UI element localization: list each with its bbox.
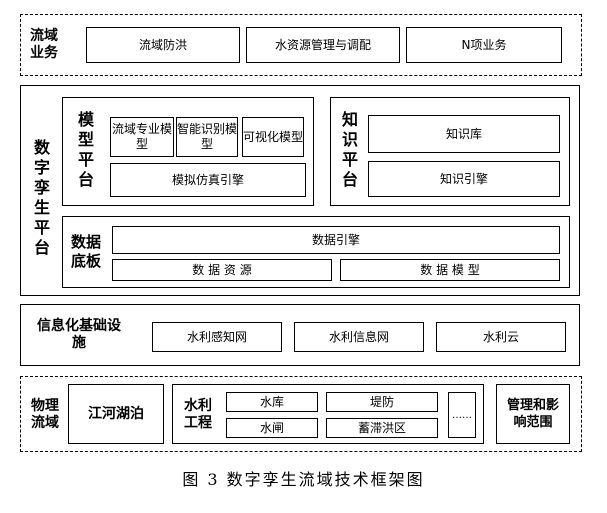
water-projects-label: 水利工程	[184, 398, 212, 431]
sensing-network: 水利感知网	[152, 322, 282, 352]
information-network: 水利信息网	[294, 322, 424, 352]
embankment: 堤防	[326, 392, 438, 412]
water-cloud: 水利云	[436, 322, 566, 352]
data-engine: 数据引擎	[112, 226, 560, 254]
business-flood-control: 流域防洪	[86, 27, 240, 63]
reservoir: 水库	[226, 392, 318, 412]
figure-caption: 图 3 数字孪生流域技术框架图	[182, 470, 425, 489]
data-model: 数 据 模 型	[340, 259, 560, 281]
basin-professional-model: 流域专业模型	[110, 117, 174, 157]
business-n-items: N项业务	[406, 27, 562, 63]
data-resources: 数 据 资 源	[112, 259, 332, 281]
sluice-gate: 水闸	[226, 418, 318, 438]
knowledge-base: 知识库	[368, 115, 560, 153]
model-platform-label: 模型平台	[77, 110, 94, 189]
business-water-resources: 水资源管理与调配	[246, 27, 400, 63]
physical-basin-label: 物理流域	[31, 398, 59, 431]
data-base-label: 数据底板	[70, 233, 101, 270]
flood-storage-area: 蓄滞洪区	[326, 418, 438, 438]
digital-twin-label: 数字孪生平台	[33, 138, 50, 257]
visualization-model: 可视化模型	[242, 117, 304, 157]
intelligent-recognition-model: 智能识别模型	[176, 117, 238, 157]
infrastructure-label: 信息化基础设施	[37, 318, 121, 351]
more-projects: ……	[448, 392, 476, 438]
basin-business-label: 流域业务	[30, 28, 58, 61]
rivers-lakes: 江河湖泊	[68, 384, 164, 444]
management-scope: 管理和影响范围	[496, 384, 570, 444]
knowledge-engine: 知识引擎	[368, 161, 560, 197]
simulation-engine: 模拟仿真引擎	[110, 163, 306, 197]
knowledge-platform-label: 知识平台	[341, 110, 358, 189]
